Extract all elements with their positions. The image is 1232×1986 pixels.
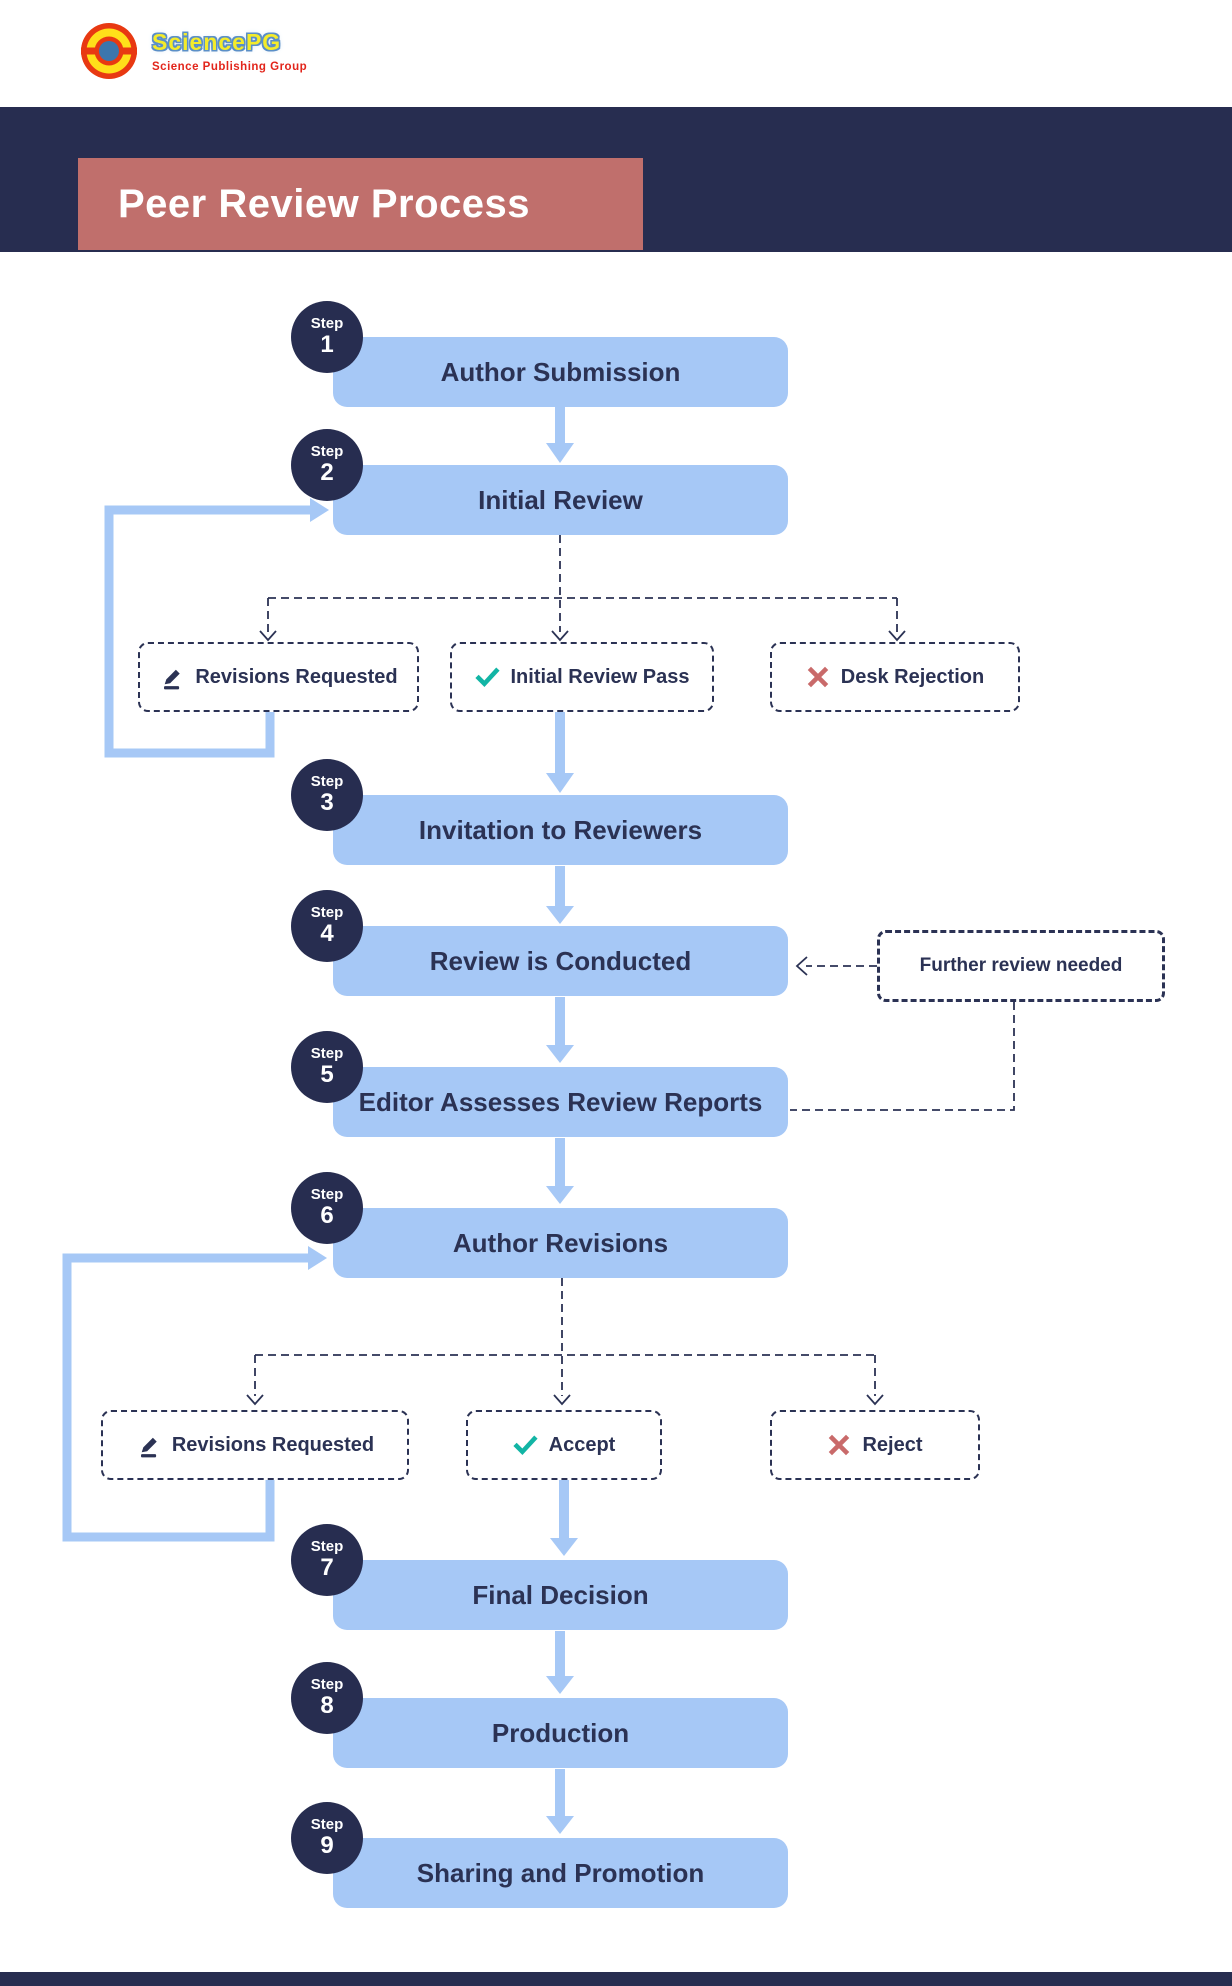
branch-label: Revisions Requested	[171, 1433, 375, 1456]
branch-accept: Accept	[466, 1410, 662, 1480]
step-number: 2	[320, 458, 334, 486]
x-icon	[827, 1433, 851, 1457]
step-badge-5: Step 5	[291, 1031, 363, 1103]
step-number: 9	[320, 1831, 334, 1859]
step-number: 7	[320, 1553, 334, 1581]
arrow-step7-to-step8	[546, 1631, 574, 1694]
loop-revisions-to-initial-review	[104, 498, 329, 758]
page-title: Peer Review Process	[118, 181, 530, 226]
arrow-step8-to-step9	[546, 1769, 574, 1834]
flow-box-label: Review is Conducted	[429, 945, 692, 976]
flow-box-label: Invitation to Reviewers	[418, 814, 703, 845]
step-word: Step	[310, 903, 344, 921]
flow-box-invitation-to-reviewers: Invitation to Reviewers	[333, 795, 788, 865]
step-badge-2: Step 2	[291, 429, 363, 501]
step-word: Step	[310, 772, 344, 790]
flow-box-production: Production	[333, 1698, 788, 1768]
branch-label: Accept	[548, 1433, 616, 1456]
step-badge-3: Step 3	[291, 759, 363, 831]
step-number: 6	[320, 1201, 334, 1229]
flow-box-label: Production	[491, 1717, 630, 1748]
branch-label: Desk Rejection	[840, 665, 985, 688]
step-badge-6: Step 6	[291, 1172, 363, 1244]
branch-label: Revisions Requested	[195, 665, 398, 688]
step-badge-9: Step 9	[291, 1802, 363, 1874]
x-icon	[806, 665, 830, 689]
arrow-pass-to-step3	[546, 712, 574, 793]
step-word: Step	[310, 1044, 344, 1062]
flow-box-final-decision: Final Decision	[333, 1560, 788, 1630]
step-badge-8: Step 8	[291, 1662, 363, 1734]
flow-box-label: Author Submission	[440, 356, 681, 387]
dashed-step5-to-further-review	[790, 1002, 1015, 1111]
branch-label: Reject	[862, 1433, 923, 1456]
bottom-band	[0, 1972, 1232, 1986]
step-number: 3	[320, 788, 334, 816]
step-word: Step	[310, 442, 344, 460]
flow-box-author-submission: Author Submission	[333, 337, 788, 407]
step-word: Step	[310, 1815, 344, 1833]
dashed-branch-initial-review	[259, 535, 906, 642]
flow-box-label: Initial Review	[478, 484, 643, 515]
dashed-branch-author-revisions	[246, 1278, 884, 1406]
branch-label: Initial Review Pass	[510, 665, 690, 688]
branch-reject: Reject	[770, 1410, 980, 1480]
flow-box-label: Final Decision	[472, 1579, 649, 1610]
dashed-further-review-to-step4	[795, 956, 877, 976]
step-word: Step	[310, 1675, 344, 1693]
step-word: Step	[310, 1537, 344, 1555]
step-number: 1	[320, 330, 334, 358]
branch-desk-rejection: Desk Rejection	[770, 642, 1020, 712]
step-badge-7: Step 7	[291, 1524, 363, 1596]
loop-revisions-to-author-revisions	[62, 1246, 327, 1542]
step-number: 4	[320, 919, 334, 947]
flow-box-label: Editor Assesses Review Reports	[358, 1086, 763, 1117]
edit-icon	[159, 665, 184, 690]
flow-box-label: Author Revisions	[452, 1227, 669, 1258]
sciencepg-logo: SciencePG Science Publishing Group	[80, 22, 307, 80]
edit-icon	[136, 1433, 161, 1458]
arrow-step3-to-step4	[546, 866, 574, 924]
arrow-step5-to-step6	[546, 1138, 574, 1204]
step-word: Step	[310, 314, 344, 332]
flow-box-sharing-and-promotion: Sharing and Promotion	[333, 1838, 788, 1908]
branch-initial-review-pass: Initial Review Pass	[450, 642, 714, 712]
flow-box-author-revisions: Author Revisions	[333, 1208, 788, 1278]
title-box: Peer Review Process	[78, 158, 643, 250]
flow-box-initial-review: Initial Review	[333, 465, 788, 535]
step-number: 8	[320, 1691, 334, 1719]
arrow-accept-to-step7	[550, 1480, 578, 1556]
step-badge-4: Step 4	[291, 890, 363, 962]
sciencepg-logo-icon	[81, 23, 137, 79]
logo-name: SciencePG	[152, 29, 282, 55]
side-note-label: Further review needed	[919, 955, 1123, 976]
flow-box-editor-assesses-review-reports: Editor Assesses Review Reports	[333, 1067, 788, 1137]
flow-box-label: Sharing and Promotion	[416, 1857, 705, 1888]
arrow-step1-to-step2	[546, 407, 574, 463]
note-further-review-needed: Further review needed	[877, 930, 1165, 1002]
branch-revisions-requested-initial: Revisions Requested	[138, 642, 419, 712]
branch-revisions-requested-final: Revisions Requested	[101, 1410, 409, 1480]
check-icon	[513, 1433, 538, 1458]
step-word: Step	[310, 1185, 344, 1203]
step-badge-1: Step 1	[291, 301, 363, 373]
step-number: 5	[320, 1060, 334, 1088]
flow-box-review-is-conducted: Review is Conducted	[333, 926, 788, 996]
arrow-step4-to-step5	[546, 997, 574, 1063]
logo-tagline: Science Publishing Group	[152, 61, 308, 73]
check-icon	[474, 665, 500, 690]
